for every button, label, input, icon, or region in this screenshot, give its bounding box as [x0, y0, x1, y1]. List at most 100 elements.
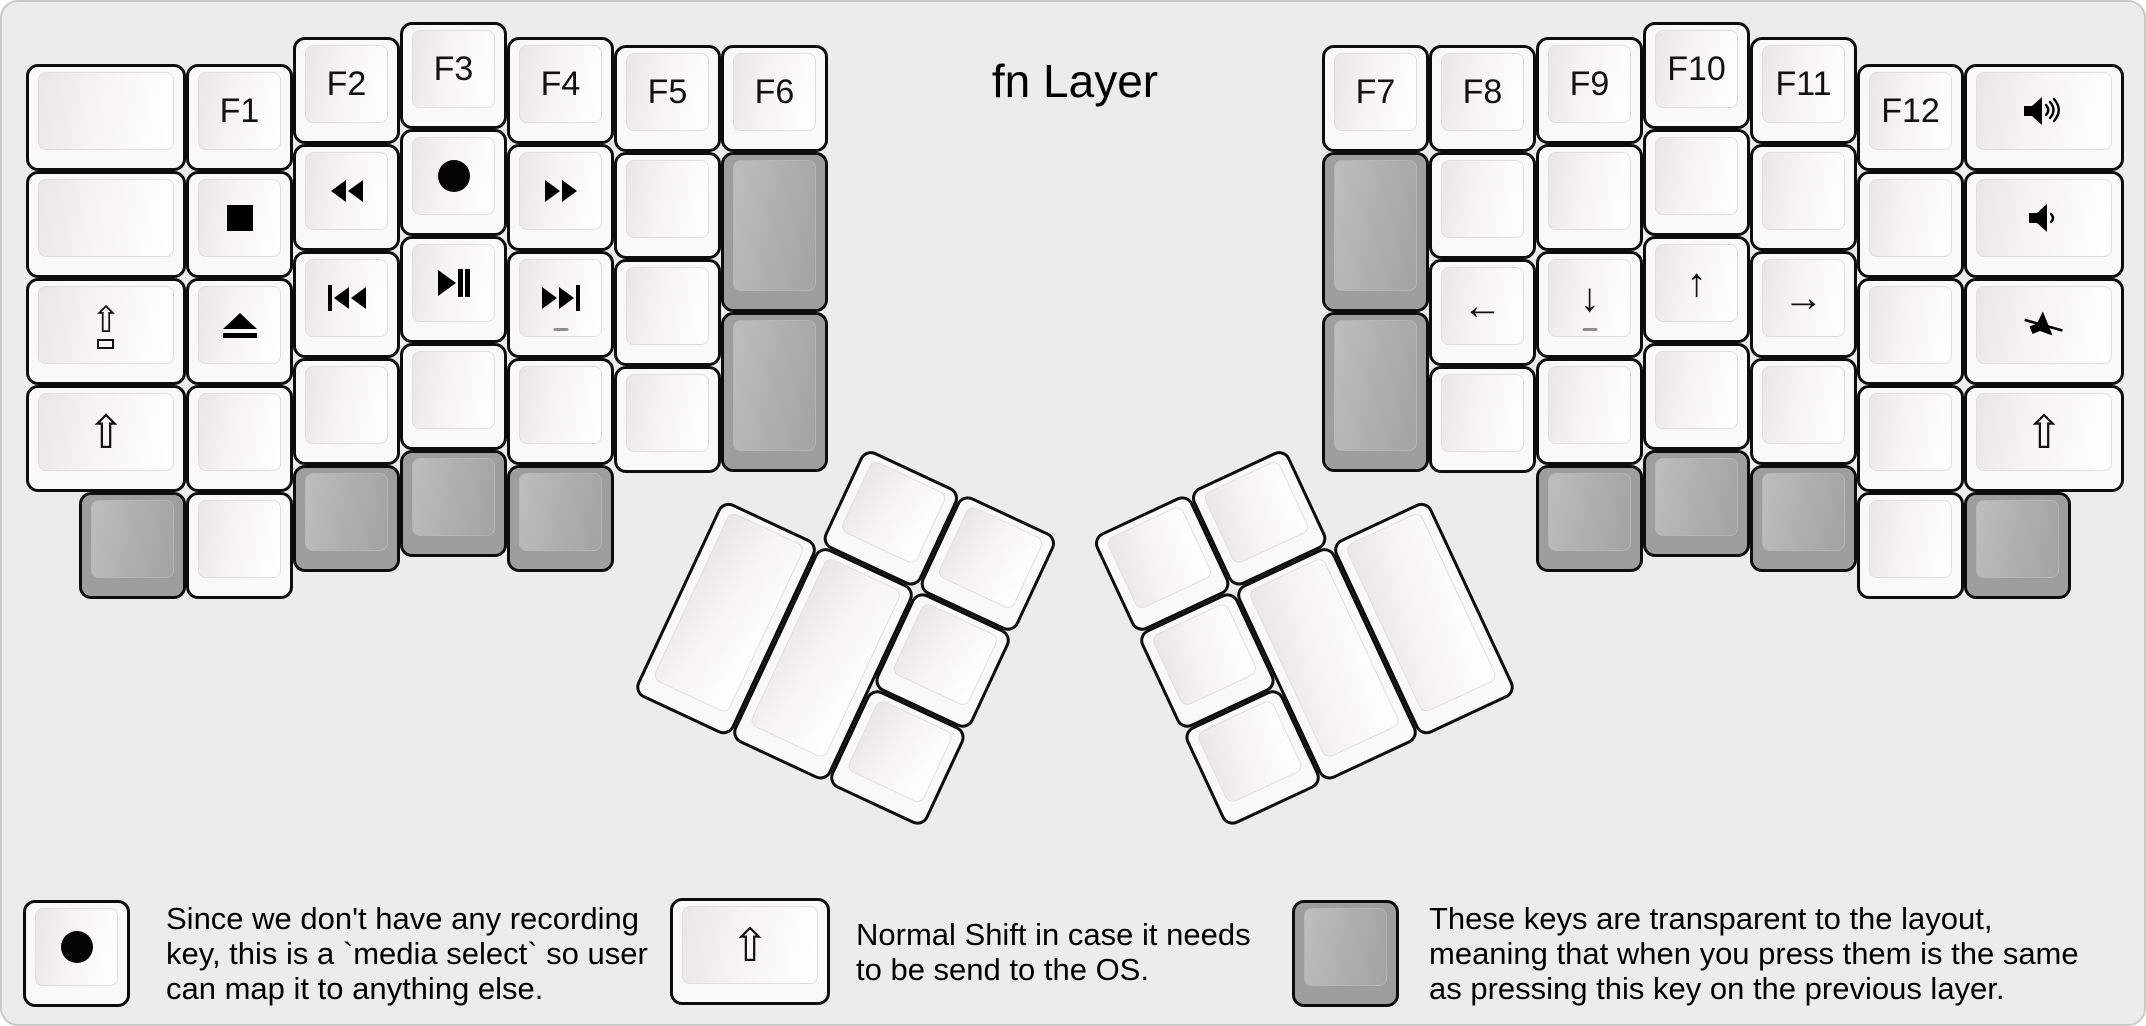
key-stop[interactable]: [186, 171, 293, 278]
key-blank[interactable]: [186, 385, 293, 492]
key-blank[interactable]: [186, 492, 293, 599]
key-blank[interactable]: [1429, 152, 1536, 259]
key-blank[interactable]: [293, 358, 400, 465]
eject-icon: [222, 312, 257, 338]
shift-icon: ⇧: [730, 919, 770, 971]
key-label: F9: [1569, 64, 1610, 103]
key-label: F3: [433, 49, 474, 88]
layer-title: fn Layer: [991, 55, 1159, 107]
volume-down-icon: [2029, 204, 2055, 232]
key-f2[interactable]: F2: [293, 37, 400, 144]
record-key-sample: [23, 900, 130, 1007]
mute-icon: [2024, 311, 2063, 336]
key-record[interactable]: [400, 129, 507, 236]
key-label: ↓: [1579, 276, 1600, 320]
key-blank[interactable]: [614, 366, 721, 473]
stop-icon: [226, 205, 253, 231]
key-f8[interactable]: F8: [1429, 45, 1536, 152]
key-transparent[interactable]: [79, 492, 186, 599]
key-blank[interactable]: [1857, 385, 1964, 492]
key-blank[interactable]: [1643, 343, 1750, 450]
key-rewind[interactable]: [293, 144, 400, 251]
key-label: F6: [754, 72, 795, 111]
key-fast-forward[interactable]: [507, 144, 614, 251]
key-transparent[interactable]: [1964, 492, 2071, 599]
key-blank[interactable]: [1429, 366, 1536, 473]
next-track-icon: [541, 285, 580, 311]
key-blank[interactable]: [1857, 278, 1964, 385]
key-f6[interactable]: F6: [721, 45, 828, 152]
key-mute[interactable]: [1964, 278, 2124, 385]
caps-lock-icon: ⇧: [91, 301, 121, 349]
key-shift[interactable]: ⇧: [1964, 385, 2124, 492]
legend-item-media-select: Since we don't have any recording key, t…: [23, 900, 686, 1007]
transparent-key-sample: [1292, 900, 1399, 1007]
key-volume-down[interactable]: [1964, 171, 2124, 278]
key-play-pause[interactable]: [400, 236, 507, 343]
legend-item-shift: ⇧ Normal Shift in case it needs to be se…: [670, 898, 1326, 1005]
key-transparent[interactable]: [1750, 465, 1857, 572]
record-icon: [437, 160, 470, 192]
key-blank[interactable]: [1536, 358, 1643, 465]
key-f5[interactable]: F5: [614, 45, 721, 152]
key-blank[interactable]: [1643, 129, 1750, 236]
homing-mark: [1582, 328, 1597, 331]
key-blank[interactable]: [1857, 171, 1964, 278]
key-shift[interactable]: ⇧: [26, 385, 186, 492]
key-f4[interactable]: F4: [507, 37, 614, 144]
legend-text-shift: Normal Shift in case it needs to be send…: [856, 916, 1251, 987]
key-f7[interactable]: F7: [1322, 45, 1429, 152]
key-label: F8: [1462, 72, 1503, 111]
key-blank[interactable]: [26, 64, 186, 171]
key-transparent[interactable]: [1322, 312, 1429, 472]
key-transparent[interactable]: [400, 450, 507, 557]
key-arrow-right[interactable]: →: [1750, 251, 1857, 358]
key-arrow-up[interactable]: ↑: [1643, 236, 1750, 343]
key-caps-lock[interactable]: ⇧: [26, 278, 186, 385]
key-next-track[interactable]: [507, 251, 614, 358]
key-transparent[interactable]: [1322, 152, 1429, 312]
key-label: F4: [540, 64, 581, 103]
key-label: ↑: [1686, 261, 1707, 305]
key-f11[interactable]: F11: [1750, 37, 1857, 144]
key-blank[interactable]: [614, 259, 721, 366]
key-volume-up[interactable]: [1964, 64, 2124, 171]
legend-text-transparent: These keys are transparent to the layout…: [1429, 901, 2079, 1006]
key-transparent[interactable]: [721, 312, 828, 472]
key-blank[interactable]: [507, 358, 614, 465]
key-blank[interactable]: [1750, 144, 1857, 251]
key-transparent[interactable]: [721, 152, 828, 312]
volume-up-icon: [2024, 97, 2060, 125]
legend-item-transparent: These keys are transparent to the layout…: [1292, 900, 2144, 1007]
key-label: ←: [1462, 284, 1503, 328]
key-f1[interactable]: F1: [186, 64, 293, 171]
key-blank[interactable]: [1857, 492, 1964, 599]
key-blank[interactable]: [614, 152, 721, 259]
key-eject[interactable]: [186, 278, 293, 385]
key-label: F1: [219, 91, 260, 130]
key-f3[interactable]: F3: [400, 22, 507, 129]
key-label: F7: [1355, 72, 1396, 111]
key-prev-track[interactable]: [293, 251, 400, 358]
key-f9[interactable]: F9: [1536, 37, 1643, 144]
shift-key-sample: ⇧: [670, 898, 830, 1005]
key-arrow-down[interactable]: ↓: [1536, 251, 1643, 358]
key-f12[interactable]: F12: [1857, 64, 1964, 171]
previous-track-icon: [327, 285, 366, 311]
key-transparent[interactable]: [293, 465, 400, 572]
key-blank[interactable]: [400, 343, 507, 450]
key-transparent[interactable]: [507, 465, 614, 572]
key-arrow-left[interactable]: ←: [1429, 259, 1536, 366]
key-label: ⇧: [86, 406, 126, 458]
key-f10[interactable]: F10: [1643, 22, 1750, 129]
key-transparent[interactable]: [1536, 465, 1643, 572]
key-blank[interactable]: [1750, 358, 1857, 465]
key-label: F5: [647, 72, 688, 111]
key-label: F11: [1775, 64, 1832, 103]
key-blank[interactable]: [1536, 144, 1643, 251]
key-transparent[interactable]: [1643, 450, 1750, 557]
key-blank[interactable]: [26, 171, 186, 278]
legend-text-media-select: Since we don't have any recording key, t…: [166, 901, 648, 1006]
key-label: F2: [326, 64, 367, 103]
